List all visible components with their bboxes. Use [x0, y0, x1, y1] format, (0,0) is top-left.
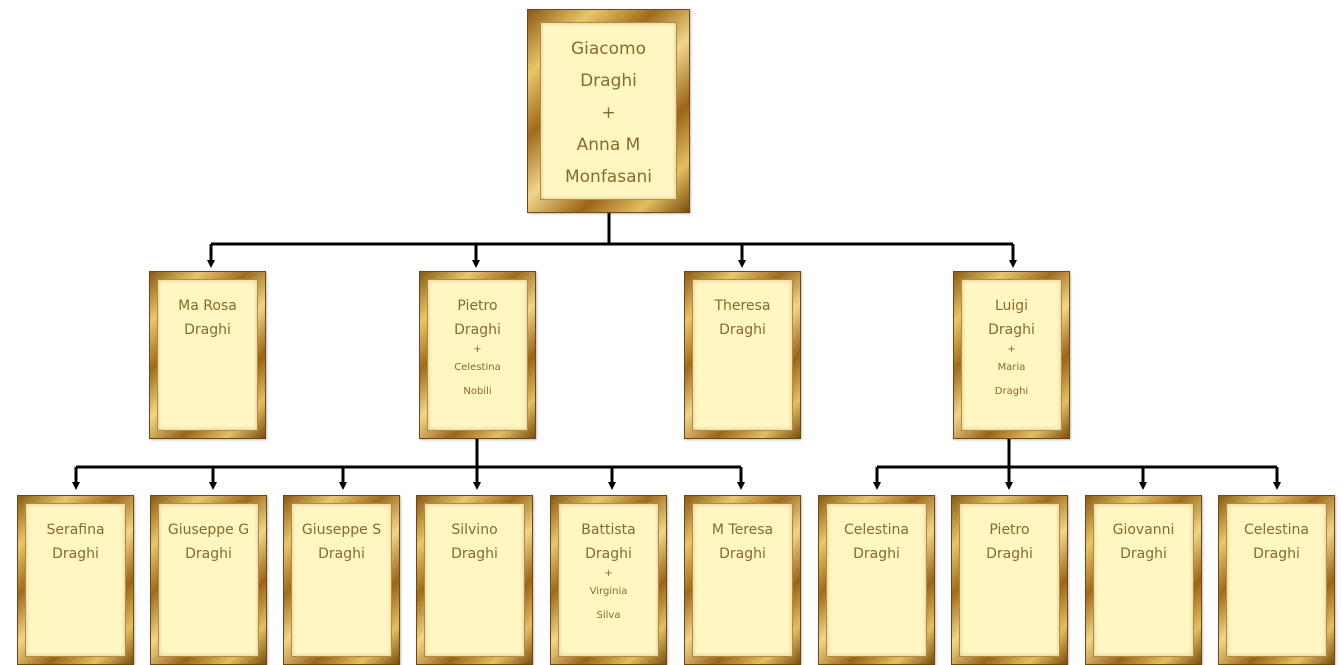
node-plus: +: [1007, 344, 1016, 355]
node-mat: Pietro Draghi + Celestina Nobili: [427, 279, 528, 431]
grandchild-node-celestina-2: Celestina Draghi: [1218, 495, 1335, 665]
node-name-first: Giuseppe G: [167, 522, 250, 538]
node-mat: Pietro Draghi: [959, 503, 1060, 657]
root-name-first: Giacomo: [570, 39, 647, 59]
node-name-last: Draghi: [988, 322, 1035, 338]
node-name-last: Draghi: [1253, 546, 1300, 562]
node-name-last: Draghi: [585, 546, 632, 562]
node-name-first: Theresa: [714, 298, 771, 314]
node-name-last: Draghi: [52, 546, 99, 562]
node-mat: Theresa Draghi: [692, 279, 793, 431]
node-name-first: Celestina: [843, 522, 910, 538]
grandchild-node-m-teresa: M Teresa Draghi: [684, 495, 801, 665]
node-mat: Battista Draghi + Virginia Silva: [558, 503, 659, 657]
node-name-last: Draghi: [185, 546, 232, 562]
node-name-last: Draghi: [451, 546, 498, 562]
root-node-mat: Giacomo Draghi + Anna M Monfasani: [540, 22, 677, 200]
node-mat: Giuseppe S Draghi: [291, 503, 392, 657]
child-node-ma-rosa: Ma Rosa Draghi: [149, 271, 266, 439]
node-name-last: Draghi: [853, 546, 900, 562]
node-mat: Luigi Draghi + Maria Draghi: [961, 279, 1062, 431]
node-mat: Ma Rosa Draghi: [157, 279, 258, 431]
grandchild-node-giuseppe-g: Giuseppe G Draghi: [150, 495, 267, 665]
node-plus: +: [604, 568, 613, 579]
node-spouse-last: Draghi: [994, 386, 1029, 397]
node-name-first: Celestina: [1243, 522, 1310, 538]
node-mat: Serafina Draghi: [25, 503, 126, 657]
node-plus: +: [473, 344, 482, 355]
node-mat: Celestina Draghi: [1226, 503, 1327, 657]
node-spouse-first: Maria: [997, 362, 1026, 373]
node-name-first: Giuseppe S: [301, 522, 382, 538]
node-spouse-last: Silva: [596, 610, 621, 621]
node-name-first: Giovanni: [1112, 522, 1175, 538]
child-node-pietro: Pietro Draghi + Celestina Nobili: [419, 271, 536, 439]
root-node: Giacomo Draghi + Anna M Monfasani: [527, 9, 690, 213]
node-name-last: Draghi: [719, 546, 766, 562]
grandchild-node-pietro: Pietro Draghi: [951, 495, 1068, 665]
grandchild-node-silvino: Silvino Draghi: [416, 495, 533, 665]
node-spouse-last: Nobili: [463, 386, 492, 397]
grandchild-node-giuseppe-s: Giuseppe S Draghi: [283, 495, 400, 665]
node-name-first: Luigi: [994, 298, 1029, 314]
node-spouse-first: Celestina: [454, 362, 501, 373]
child-node-theresa: Theresa Draghi: [684, 271, 801, 439]
node-name-first: Battista: [581, 522, 636, 538]
node-name-first: Silvino: [451, 522, 498, 538]
node-mat: Silvino Draghi: [424, 503, 525, 657]
root-plus: +: [601, 103, 616, 123]
node-name-first: M Teresa: [711, 522, 774, 538]
node-mat: M Teresa Draghi: [692, 503, 793, 657]
root-spouse-last: Monfasani: [564, 167, 653, 187]
root-name-last: Draghi: [580, 71, 637, 91]
node-name-last: Draghi: [986, 546, 1033, 562]
node-name-first: Pietro: [989, 522, 1030, 538]
node-mat: Giuseppe G Draghi: [158, 503, 259, 657]
grandchild-node-giovanni: Giovanni Draghi: [1085, 495, 1202, 665]
node-name-last: Draghi: [184, 322, 231, 338]
node-spouse-first: Virginia: [589, 586, 628, 597]
child-node-luigi: Luigi Draghi + Maria Draghi: [953, 271, 1070, 439]
node-name-first: Serafina: [46, 522, 105, 538]
grandchild-node-battista: Battista Draghi + Virginia Silva: [550, 495, 667, 665]
grandchild-node-serafina: Serafina Draghi: [17, 495, 134, 665]
grandchild-node-celestina-1: Celestina Draghi: [818, 495, 935, 665]
node-name-last: Draghi: [719, 322, 766, 338]
node-name-last: Draghi: [1120, 546, 1167, 562]
node-mat: Giovanni Draghi: [1093, 503, 1194, 657]
node-mat: Celestina Draghi: [826, 503, 927, 657]
node-name-first: Pietro: [457, 298, 498, 314]
root-spouse-first: Anna M: [576, 135, 641, 155]
node-name-last: Draghi: [454, 322, 501, 338]
node-name-first: Ma Rosa: [178, 298, 237, 314]
node-name-last: Draghi: [318, 546, 365, 562]
